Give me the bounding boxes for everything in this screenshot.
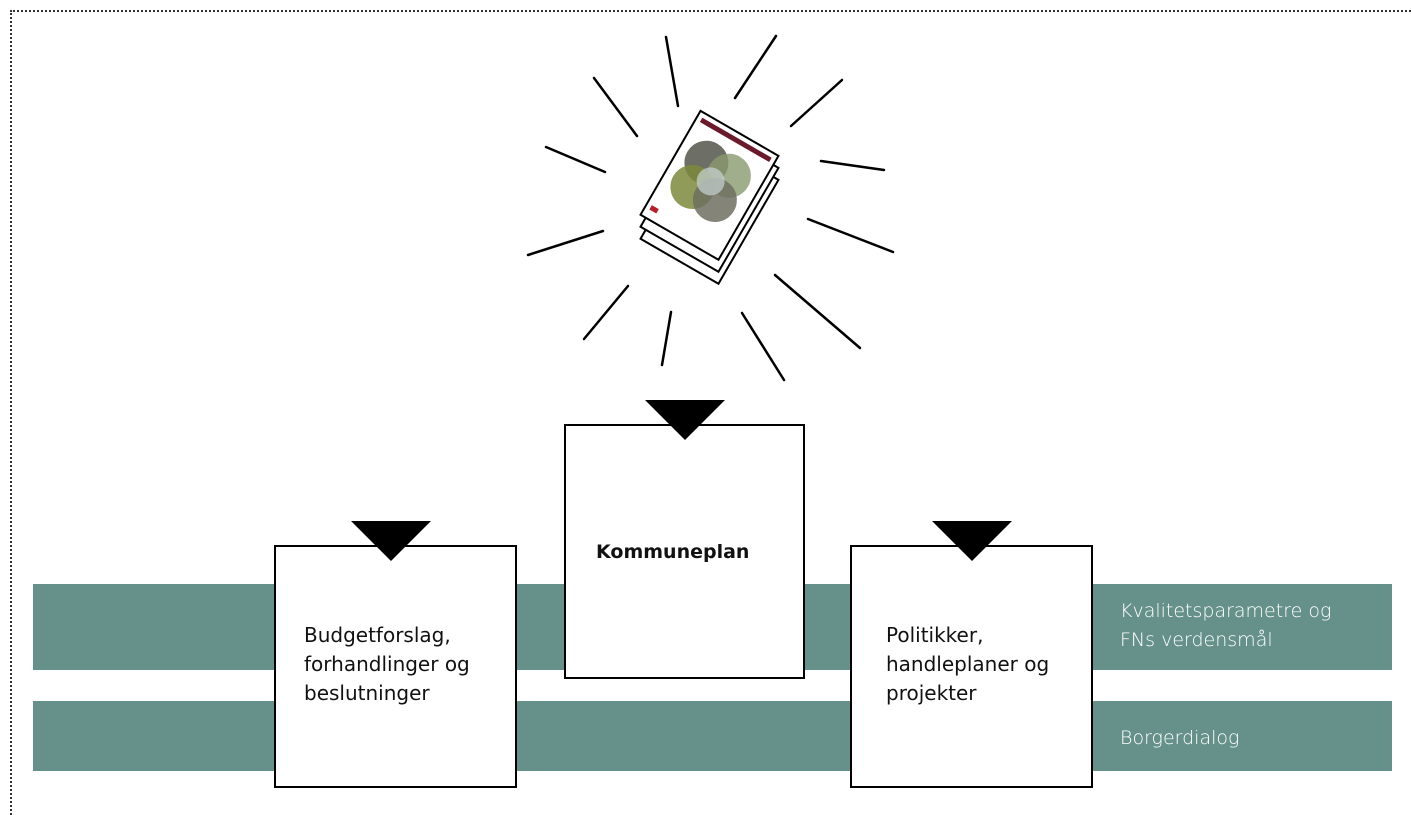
kommuneplan-arrow-icon [645, 400, 725, 440]
policy-box: Politikker, handleplaner og projekter [850, 545, 1093, 788]
quality-band-label: Kvalitetsparametre og FNs verdensmål [1120, 597, 1390, 655]
quality-band-label-line2: FNs verdensmål [1120, 629, 1273, 651]
policy-arrow-icon [932, 521, 1012, 561]
budget-line3: beslutninger [304, 681, 430, 705]
policy-line1: Politikker, [886, 623, 984, 647]
citizen-dialog-band [33, 701, 1392, 771]
budget-line2: forhandlinger og [304, 652, 470, 676]
frame-border-left [10, 10, 12, 815]
kommuneplan-box: Kommuneplan [564, 424, 805, 679]
budget-box-text: Budgetforslag, forhandlinger og beslutni… [304, 621, 504, 708]
budget-arrow-icon [351, 521, 431, 561]
frame-border-top [10, 10, 1411, 12]
policy-line2: handleplaner og [886, 652, 1050, 676]
budget-line1: Budgetforslag, [304, 623, 451, 647]
citizen-dialog-label: Borgerdialog [1120, 727, 1240, 749]
policy-box-text: Politikker, handleplaner og projekter [886, 621, 1086, 708]
policy-line3: projekter [886, 681, 977, 705]
kommuneplan-title: Kommuneplan [596, 541, 750, 563]
budget-box: Budgetforslag, forhandlinger og beslutni… [274, 545, 517, 788]
quality-band-label-line1: Kvalitetsparametre og [1120, 600, 1332, 622]
